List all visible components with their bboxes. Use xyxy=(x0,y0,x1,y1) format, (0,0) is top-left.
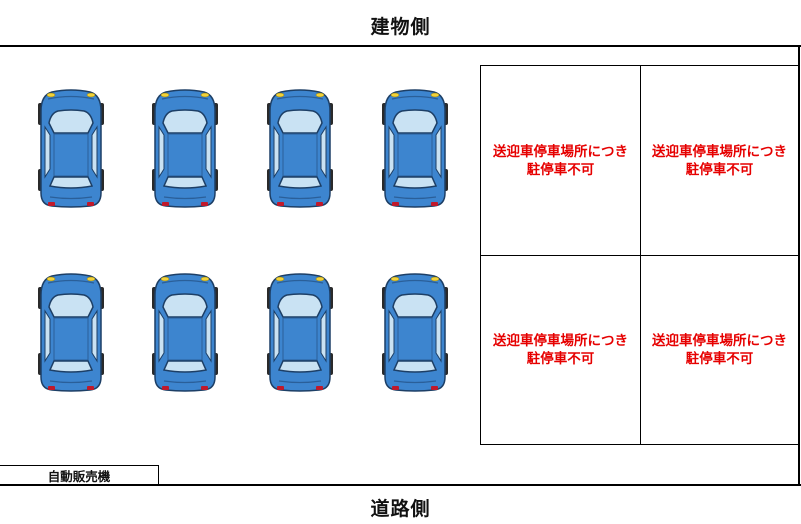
no-parking-cell: 送迎車停車場所につき駐停車不可 xyxy=(481,66,641,256)
lot-right-boundary xyxy=(798,45,800,486)
lot-bottom-boundary xyxy=(0,484,801,486)
no-parking-cell: 送迎車停車場所につき駐停車不可 xyxy=(481,255,641,445)
building-side-label: 建物側 xyxy=(370,16,431,38)
car-top-view-icon xyxy=(38,273,104,393)
no-parking-line1: 送迎車停車場所につき xyxy=(652,143,787,160)
car-top-view-icon xyxy=(267,273,333,393)
car-top-view-icon xyxy=(267,89,333,209)
no-parking-line2: 駐停車不可 xyxy=(685,351,754,367)
road-side-label: 道路側 xyxy=(370,498,431,520)
no-parking-line1: 送迎車停車場所につき xyxy=(493,333,628,349)
car-top-view-icon xyxy=(382,273,448,393)
no-parking-line1: 送迎車停車場所につき xyxy=(652,333,787,349)
car-top-view-icon xyxy=(152,89,218,209)
car-top-view-icon xyxy=(382,89,448,209)
no-parking-cell: 送迎車停車場所につき駐停車不可 xyxy=(641,255,798,445)
vending-machine-box: 自動販売機 xyxy=(0,465,159,485)
no-parking-line2: 駐停車不可 xyxy=(685,161,754,178)
car-top-view-icon xyxy=(152,273,218,393)
lot-top-boundary xyxy=(0,45,801,47)
no-parking-cell: 送迎車停車場所につき駐停車不可 xyxy=(641,66,798,256)
no-parking-line2: 駐停車不可 xyxy=(526,161,595,178)
no-parking-zone: 送迎車停車場所につき駐停車不可 送迎車停車場所につき駐停車不可 送迎車停車場所に… xyxy=(480,65,799,445)
no-parking-line2: 駐停車不可 xyxy=(526,351,595,367)
car-top-view-icon xyxy=(38,89,104,209)
no-parking-line1: 送迎車停車場所につき xyxy=(493,143,628,160)
